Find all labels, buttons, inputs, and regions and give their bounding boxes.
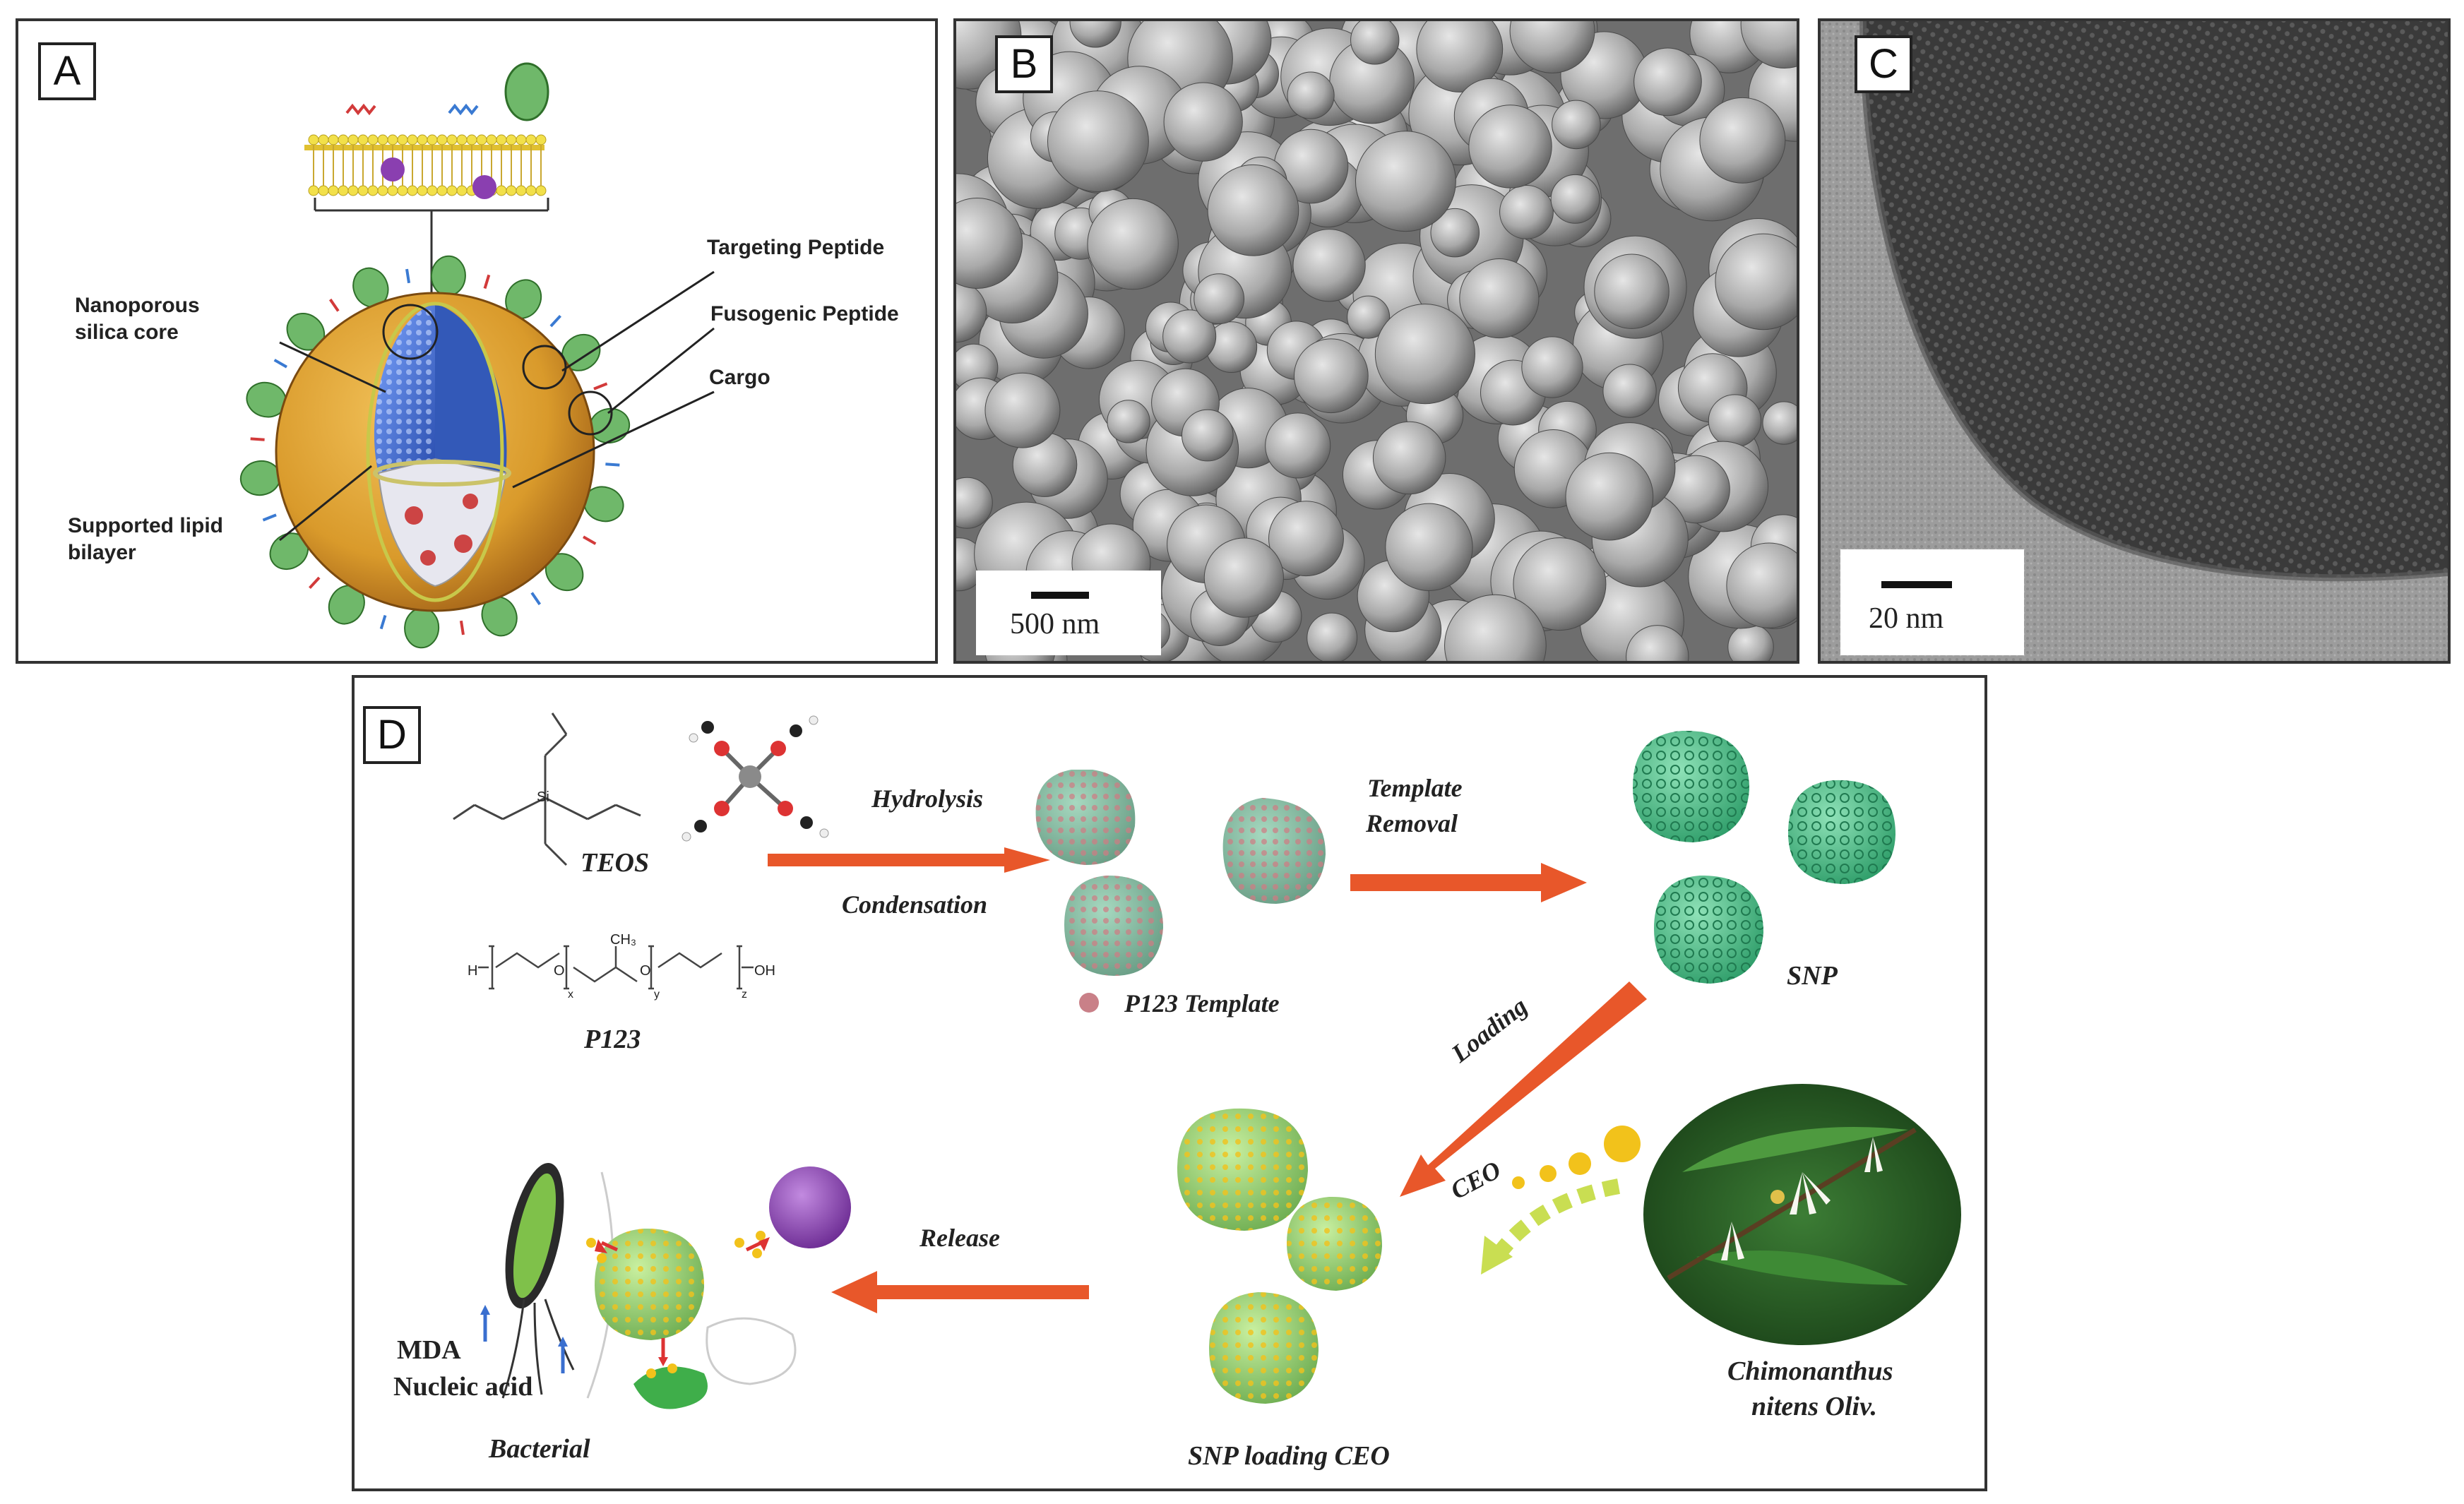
release-scene (480, 1163, 851, 1409)
label-supported-bilayer: Supported lipid bilayer (68, 514, 223, 564)
label-fusogenic-peptide: Fusogenic Peptide (710, 302, 899, 326)
scale-bar-b-text: 500 nm (1010, 608, 1100, 640)
p123-template-particles (1035, 770, 1326, 1013)
synthesis-scheme (453, 712, 1961, 1409)
label-snp-loading: SNP loading CEO (1188, 1441, 1390, 1471)
label-nucleic-acid: Nucleic acid (393, 1372, 533, 1402)
chem-si: Si (537, 789, 549, 805)
chem-o-2: O (640, 963, 651, 979)
lipid-bilayer-inset (304, 62, 549, 300)
panel-c-letter: C (1855, 35, 1912, 93)
label-hydrolysis: Hydrolysis (871, 784, 983, 813)
panel-d-letter: D (363, 706, 421, 764)
panel-a-letter: A (38, 42, 96, 100)
snp-particles (1633, 730, 1895, 984)
label-snp: SNP (1787, 961, 1838, 991)
scale-bar-c-line (1881, 581, 1952, 588)
label-plant-2: nitens Oliv. (1751, 1392, 1878, 1421)
label-targeting-peptide: Targeting Peptide (707, 236, 885, 259)
panel-c: C 20 nm (1818, 18, 2451, 664)
chem-ch3: CH₃ (610, 932, 637, 948)
label-p123: P123 (584, 1025, 641, 1054)
label-mda: MDA (397, 1335, 461, 1365)
scale-bar-b: 500 nm (976, 571, 1161, 655)
chem-o-1: O (554, 963, 565, 979)
scale-bar-c: 20 nm (1840, 549, 2024, 655)
chem-oh: OH (754, 963, 775, 979)
panel-d: D (352, 675, 1987, 1491)
snp-loaded-particles (1177, 1108, 1382, 1404)
label-template-removal-1: Template (1367, 774, 1463, 802)
label-release: Release (919, 1224, 1000, 1252)
sem-micrograph (956, 21, 1797, 661)
protocell-illustration (239, 62, 715, 649)
label-condensation: Condensation (842, 890, 988, 919)
label-bacterial: Bacterial (489, 1434, 590, 1464)
label-plant-1: Chimonanthus (1727, 1356, 1893, 1386)
chem-x: x (568, 989, 573, 1001)
teos-structure (453, 712, 641, 866)
p123-structure (478, 945, 754, 990)
label-teos: TEOS (581, 848, 650, 878)
ceo-droplets (1481, 1126, 1641, 1275)
panel-a: A (16, 18, 938, 664)
chem-h: H (468, 963, 478, 979)
label-nanoporous-core: Nanoporous silica core (75, 294, 200, 344)
label-template-removal-2: Removal (1366, 809, 1458, 837)
chimonanthus-photo (1643, 1084, 1961, 1345)
chem-z: z (742, 989, 747, 1001)
chem-y: y (654, 989, 660, 1001)
arrows (768, 847, 1647, 1313)
panel-b: B 500 nm (953, 18, 1799, 664)
teos-ball-stick (682, 715, 829, 842)
label-cargo: Cargo (709, 366, 770, 389)
panel-b-letter: B (995, 35, 1053, 93)
scale-bar-b-line (1031, 592, 1089, 599)
scale-bar-c-text: 20 nm (1869, 602, 1944, 635)
label-p123-template: P123 Template (1124, 989, 1280, 1017)
